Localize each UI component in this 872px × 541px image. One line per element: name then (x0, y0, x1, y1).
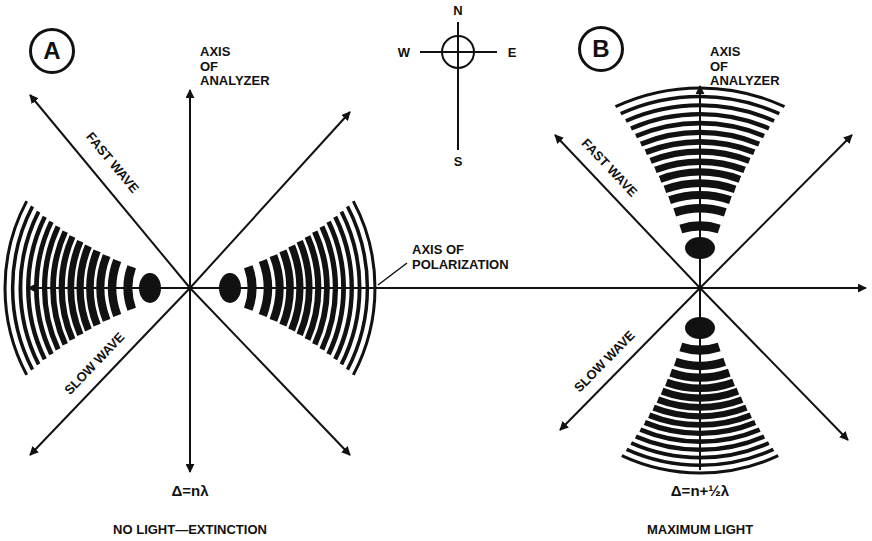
panel-letter-circle: B (578, 26, 624, 72)
fast-wave-arrow (555, 135, 700, 288)
axis-label: AXIS OF ANALYZER (200, 45, 270, 89)
retardation-formula: Δ=n+½λ (671, 483, 729, 500)
analyzer-axis (699, 86, 701, 470)
fast-wave-arrow (30, 95, 190, 288)
compass-line (457, 22, 459, 150)
slow-wave-arrow (560, 288, 700, 430)
result-caption: MAXIMUM LIGHT (647, 523, 753, 538)
diagonal-arrow (190, 288, 350, 455)
result-caption: NO LIGHT—EXTINCTION (113, 523, 267, 538)
interference-fringes (5, 88, 784, 473)
compass-letter: E (508, 46, 517, 61)
analyzer-axis (189, 90, 191, 472)
axis-label: AXIS OF POLARIZATION (412, 243, 509, 272)
compass-line (420, 51, 497, 53)
diagonal-arrow (700, 288, 848, 440)
slow-wave-arrow (30, 288, 190, 455)
wave-label: FAST WAVE (83, 130, 142, 196)
retardation-formula: Δ=nλ (171, 483, 208, 500)
axis-label: AXIS OF ANALYZER (710, 45, 780, 89)
leader-line (378, 263, 407, 285)
compass-letter: N (453, 4, 462, 19)
compass-letter: W (398, 46, 410, 61)
compass-letter: S (454, 155, 463, 170)
polarization-axis (28, 287, 866, 289)
diagonal-arrow (190, 112, 350, 288)
fringe-band (5, 201, 27, 375)
panel-letter: A (43, 39, 60, 63)
panel-letter-circle: A (29, 28, 75, 74)
panel-letter: B (592, 37, 609, 61)
diagonal-arrow (700, 135, 852, 288)
